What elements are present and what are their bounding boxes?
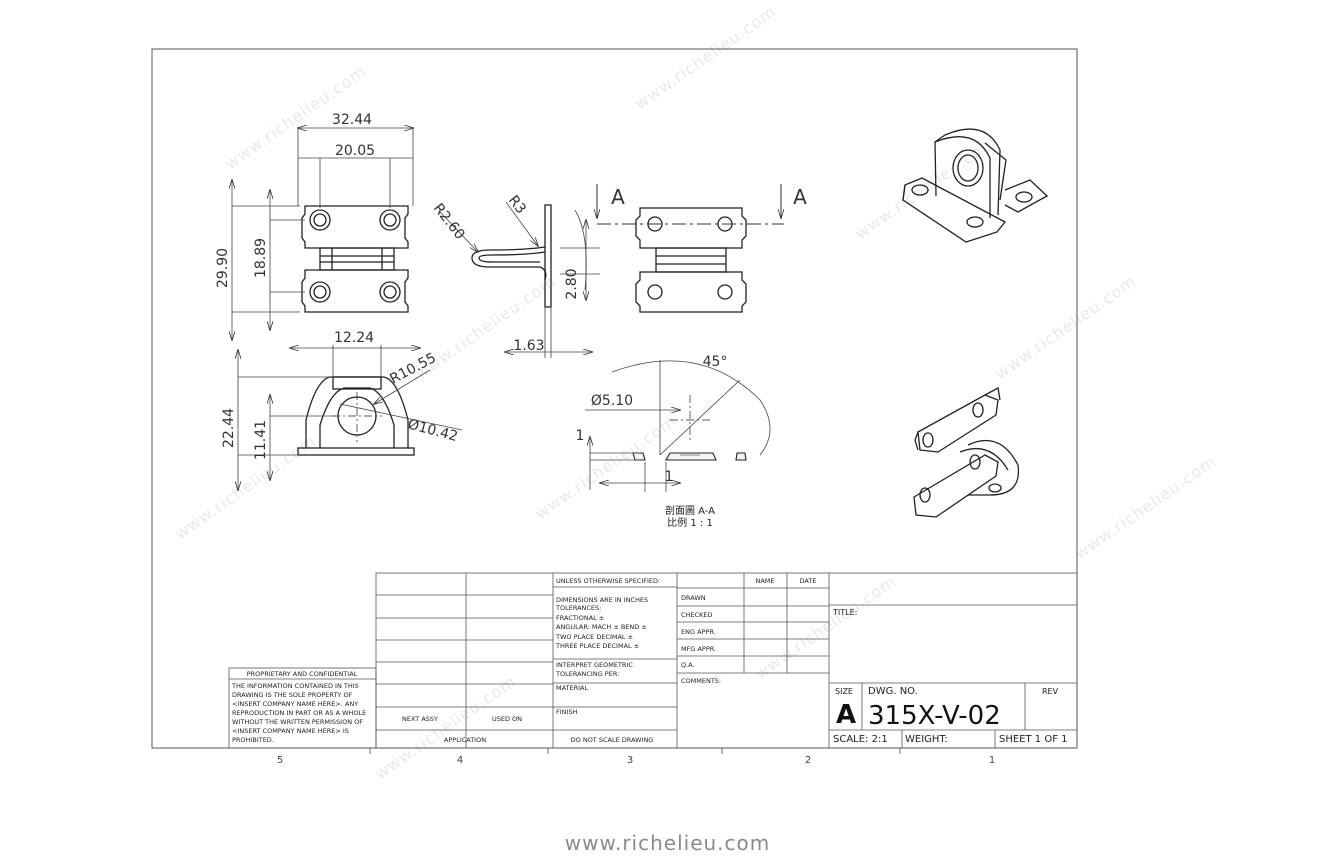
proprietary-line: THE INFORMATION CONTAINED IN THIS: [231, 682, 359, 690]
section-view: [632, 395, 747, 461]
size-label: SIZE: [835, 687, 853, 696]
dimension-text: 22.44: [221, 408, 237, 448]
watermark-text: www.richelieu.com: [631, 1, 779, 113]
zone-label: 3: [627, 755, 633, 766]
proprietary-line: REPRODUCTION IN PART OR AS A WHOLE: [232, 709, 366, 717]
dimension-text: 2.80: [564, 268, 580, 299]
tolerance-line: THREE PLACE DECIMAL ±: [555, 642, 639, 650]
isometric-view-bottom: [913, 386, 1020, 518]
watermark-text: www.richelieu.com: [991, 271, 1139, 383]
drawn-label: DRAWN: [681, 594, 706, 602]
dwg-no-label: DWG. NO.: [868, 686, 918, 697]
name-column-label: NAME: [755, 577, 774, 585]
size-value: A: [836, 700, 856, 730]
checked-label: CHECKED: [681, 611, 712, 619]
dimension-text: 1: [576, 428, 585, 444]
dimension-text: 1.63: [513, 338, 544, 354]
rev-label: REV: [1042, 687, 1059, 696]
comments-label: COMMENTS:: [681, 677, 721, 685]
unless-label: UNLESS OTHERWISE SPECIFIED:: [556, 577, 660, 585]
tolerance-line: ANGULAR: MACH ± BEND ±: [556, 623, 647, 631]
used-on-label: USED ON: [492, 715, 522, 723]
weight-label: WEIGHT:: [905, 734, 948, 745]
section-marker-left: A: [611, 185, 625, 209]
dimension-text: 32.44: [332, 112, 372, 128]
application-label: APPLICATION: [444, 736, 486, 744]
front-view: [301, 205, 409, 313]
section-marker-right: A: [793, 185, 807, 209]
do-not-scale-label: DO NOT SCALE DRAWING: [571, 736, 654, 744]
proprietary-heading: PROPRIETARY AND CONFIDENTIAL: [247, 670, 358, 678]
proprietary-line: PROHIBITED.: [232, 736, 274, 744]
zone-labels: 5 4 3 2 1: [277, 748, 995, 766]
zone-label: 5: [277, 755, 283, 766]
dimension-text: 11.41: [253, 420, 269, 460]
eng-appr-label: ENG APPR.: [681, 628, 716, 636]
bottom-view-dimensions: [238, 345, 463, 490]
watermark-text: www.richelieu.com: [371, 671, 519, 783]
tolerance-line: TOLERANCES:: [555, 604, 601, 612]
proprietary-line: WITHOUT THE WRITTEN PERMISSION OF: [232, 718, 363, 726]
next-assy-label: NEXT ASSY: [402, 715, 438, 723]
title-label: TITLE:: [832, 608, 857, 617]
section-view-dimensions: [585, 360, 771, 492]
watermark-text: www.richelieu.com: [531, 411, 679, 523]
footer-url: www.richelieu.com: [564, 831, 771, 855]
dimension-text: 1: [665, 469, 674, 485]
section-line: [597, 184, 784, 225]
dimension-text: 12.24: [334, 330, 374, 346]
interpret-line: TOLERANCING PER:: [555, 670, 619, 678]
sheet-label: SHEET 1 OF 1: [999, 734, 1068, 745]
dimension-text: Ø10.42: [406, 416, 460, 445]
dimension-text: 45°: [703, 354, 728, 370]
scale-label: SCALE: 2:1: [833, 734, 888, 745]
dimension-text: 18.89: [253, 238, 269, 278]
material-label: MATERIAL: [556, 684, 589, 692]
zone-label: 1: [989, 755, 995, 766]
date-column-label: DATE: [800, 577, 817, 585]
finish-label: FINISH: [556, 708, 578, 716]
section-scale-caption: 比例 1 : 1: [667, 516, 713, 529]
proprietary-line: <INSERT COMPANY NAME HERE>. ANY: [232, 700, 358, 708]
tolerance-line: TWO PLACE DECIMAL ±: [555, 633, 633, 641]
dimension-text: R3: [505, 193, 529, 218]
zone-label: 2: [805, 755, 811, 766]
mfg-appr-label: MFG APPR.: [681, 645, 716, 653]
front-view-dimensions: [232, 128, 413, 340]
isometric-view-top: [902, 128, 1049, 243]
dimension-text: R2.60: [430, 201, 468, 243]
title-block-grid: [228, 572, 1078, 749]
qa-label: Q.A.: [681, 661, 695, 669]
proprietary-line: <INSERT COMPANY NAME HERE> IS: [232, 727, 349, 735]
interpret-line: INTERPRET GEOMETRIC: [556, 661, 633, 669]
watermark-text: www.richelieu.com: [1071, 451, 1219, 563]
drawing-number: 315X-V-02: [868, 701, 1001, 731]
zone-label: 4: [457, 755, 463, 766]
watermark-pattern: www.richelieu.com www.richelieu.com www.…: [171, 1, 1219, 783]
tolerance-line: DIMENSIONS ARE IN INCHES: [556, 596, 648, 604]
dimension-text: 29.90: [215, 248, 231, 288]
section-caption: 剖面圖 A-A: [665, 504, 715, 517]
side-view-dimensions: [439, 201, 600, 358]
tolerance-line: FRACTIONAL ±: [556, 614, 604, 622]
proprietary-line: DRAWING IS THE SOLE PROPERTY OF: [232, 691, 353, 699]
dimension-text: Ø5.10: [591, 393, 633, 409]
dimension-text: 20.05: [335, 143, 375, 159]
